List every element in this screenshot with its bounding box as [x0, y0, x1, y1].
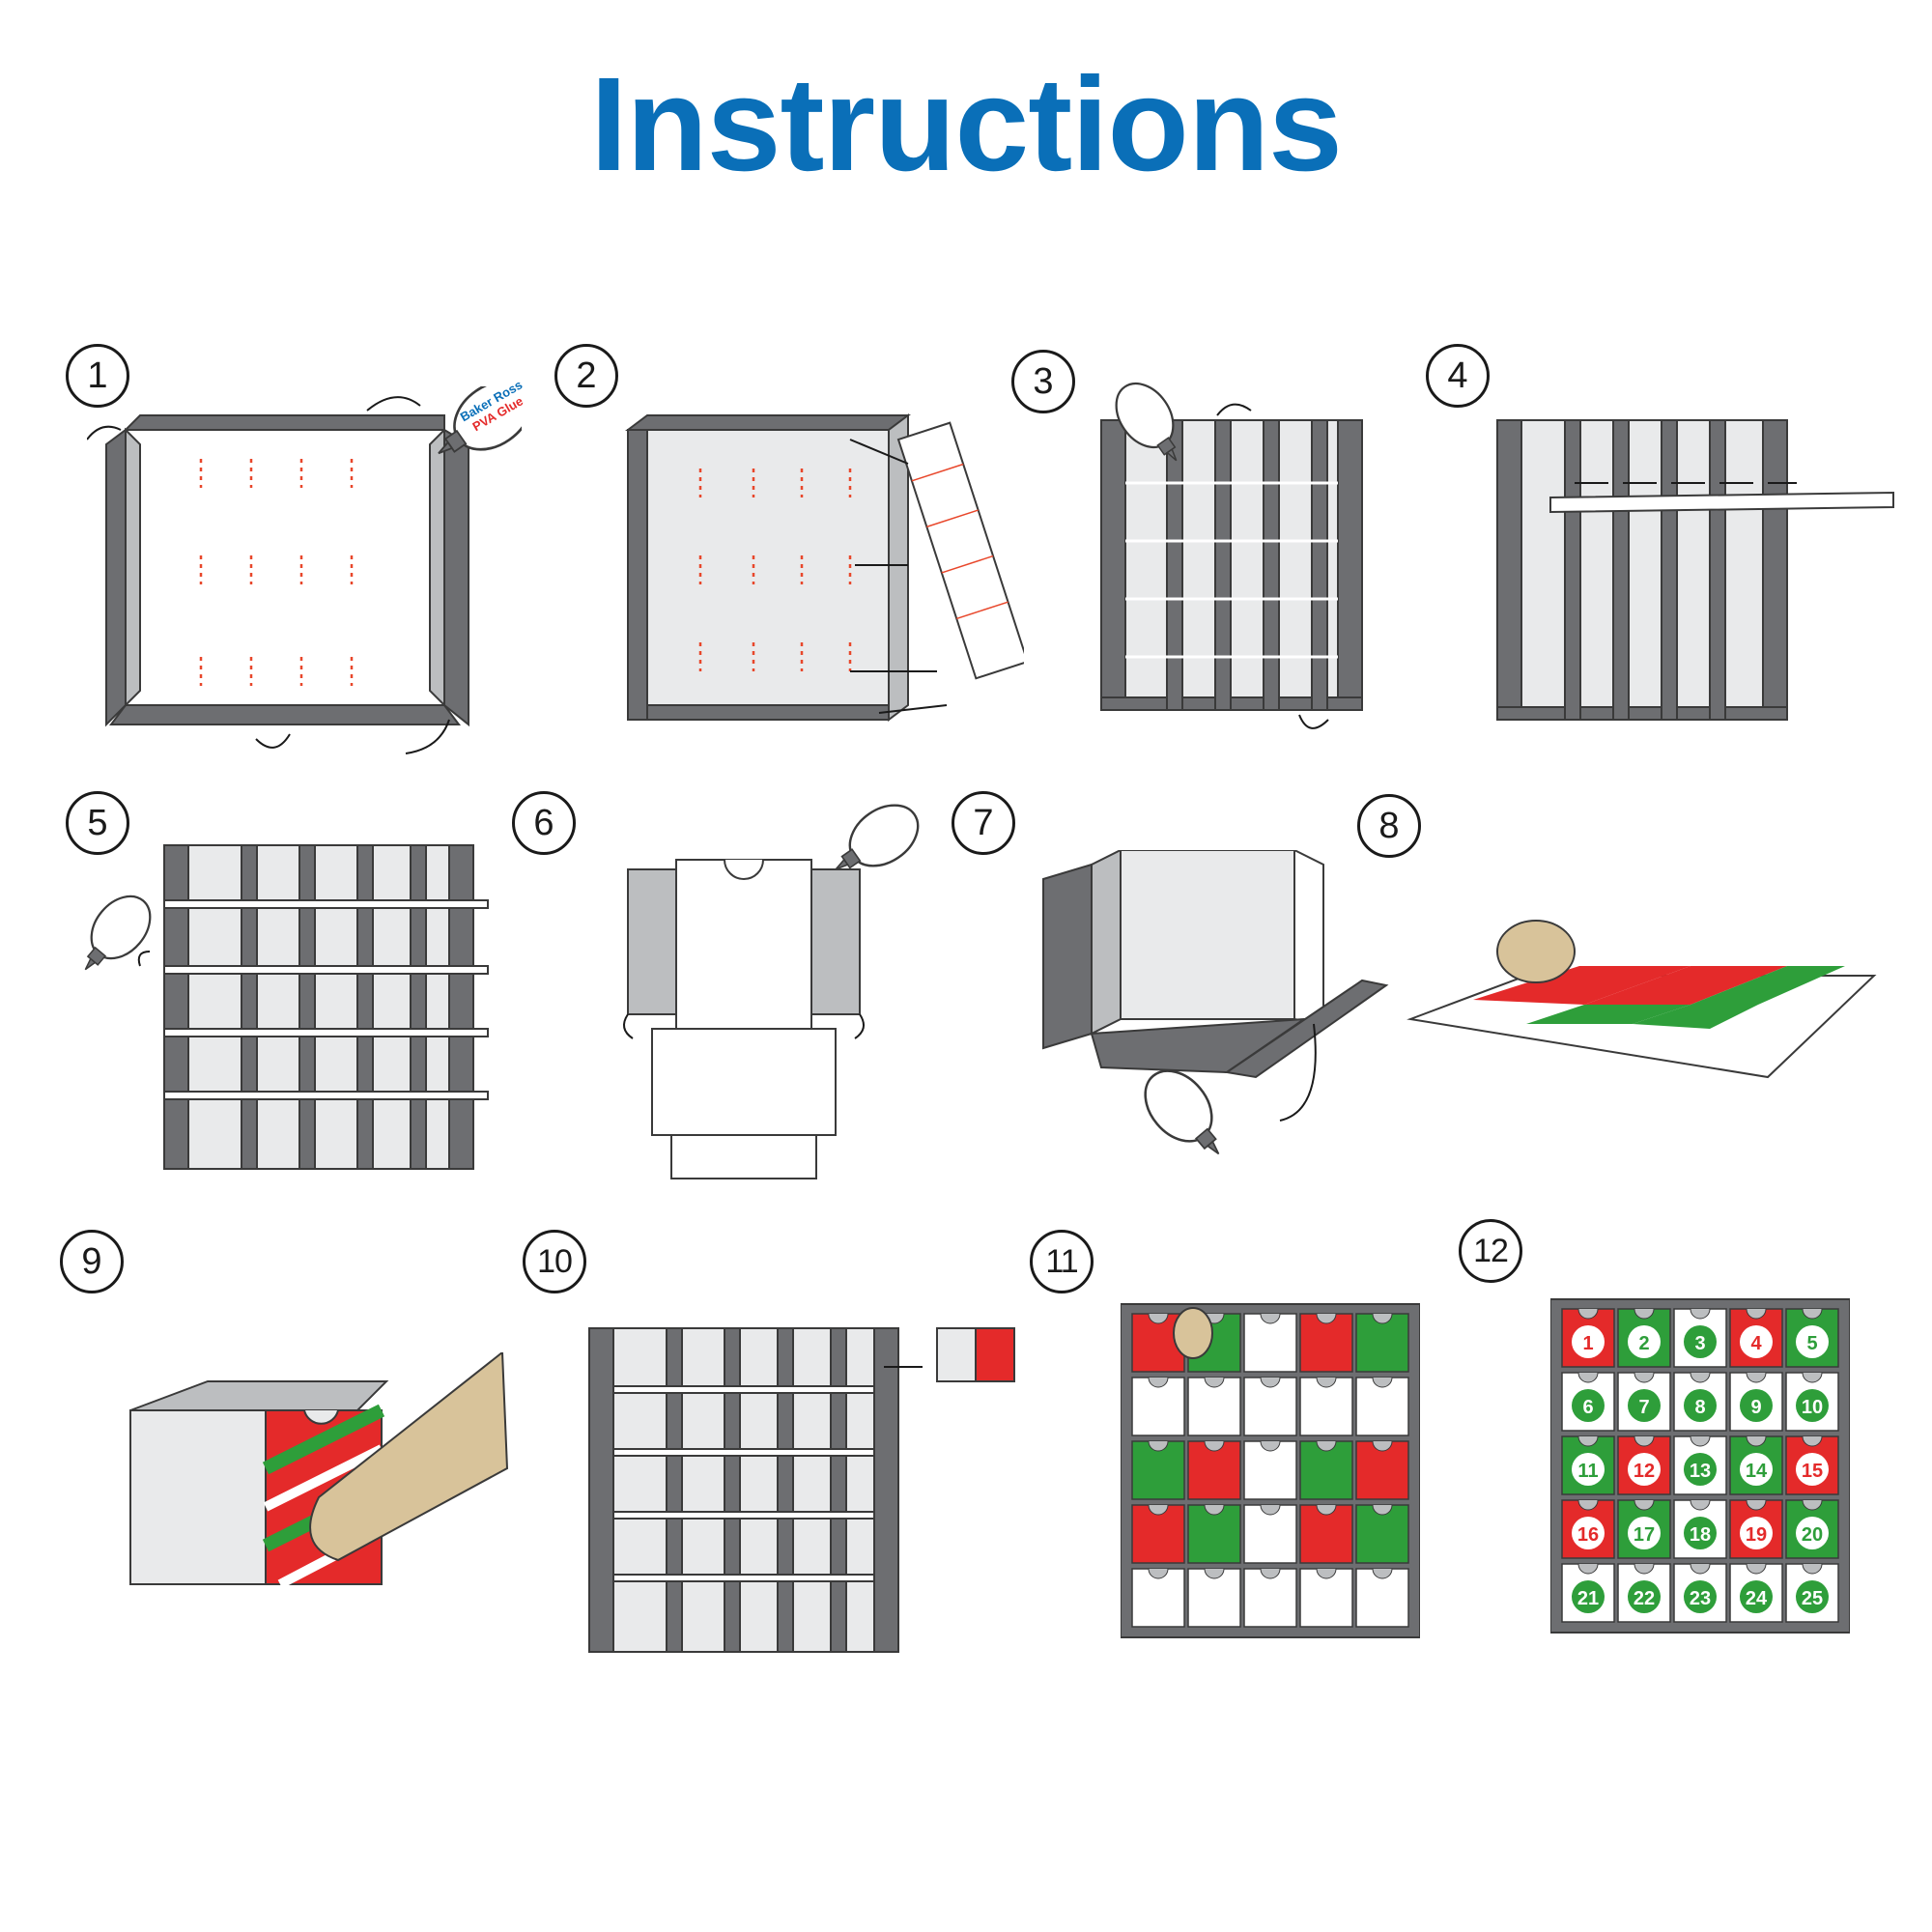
step-number-9: 9 [60, 1230, 124, 1293]
step-9-illustration [129, 1352, 509, 1589]
calendar-number: 25 [1802, 1588, 1823, 1609]
step-4-illustration [1496, 419, 1894, 721]
step-2-illustration [625, 413, 1024, 722]
step-number-6: 6 [512, 791, 576, 855]
step-number-12: 12 [1459, 1219, 1522, 1283]
step-number-8: 8 [1357, 794, 1421, 858]
step-number-5: 5 [66, 791, 129, 855]
calendar-number: 7 [1638, 1397, 1649, 1418]
calendar-number: 22 [1634, 1588, 1655, 1609]
calendar-number: 20 [1802, 1524, 1823, 1546]
step-7-illustration [1042, 850, 1389, 1169]
step-number-2: 2 [554, 344, 618, 408]
calendar-number: 11 [1577, 1461, 1598, 1482]
calendar-number: 18 [1690, 1524, 1711, 1546]
calendar-number: 13 [1690, 1461, 1711, 1482]
calendar-number: 10 [1802, 1397, 1823, 1418]
step-number-7: 7 [952, 791, 1015, 855]
step-10-illustration [588, 1327, 1015, 1653]
calendar-number: 6 [1582, 1397, 1593, 1418]
step-1-illustration [87, 386, 522, 754]
calendar-number: 9 [1750, 1397, 1761, 1418]
calendar-number: 24 [1746, 1588, 1768, 1609]
calendar-number: 21 [1577, 1588, 1599, 1609]
glue-bottle-1: Baker Ross PVA Glue [458, 382, 526, 434]
step-number-1: 1 [66, 344, 129, 408]
calendar-number: 17 [1634, 1524, 1655, 1546]
calendar-number: 19 [1746, 1524, 1767, 1546]
calendar-number: 4 [1750, 1333, 1762, 1354]
calendar-number: 16 [1577, 1524, 1599, 1546]
page-title: Instructions [590, 50, 1343, 199]
step-number-3: 3 [1011, 350, 1075, 413]
step-number-11: 11 [1030, 1230, 1094, 1293]
step-6-illustration [623, 802, 931, 1179]
step-number-4: 4 [1426, 344, 1490, 408]
calendar-number: 5 [1806, 1333, 1817, 1354]
calendar-number: 14 [1746, 1461, 1768, 1482]
calendar-number: 12 [1634, 1461, 1655, 1482]
calendar-number: 15 [1802, 1461, 1823, 1482]
step-3-illustration [1100, 377, 1363, 729]
calendar-number: 3 [1694, 1333, 1705, 1354]
step-8-illustration [1406, 920, 1877, 1079]
calendar-number: 2 [1638, 1333, 1649, 1354]
step-11-illustration [1121, 1303, 1420, 1638]
calendar-number: 23 [1690, 1588, 1711, 1609]
calendar-number: 1 [1582, 1333, 1593, 1354]
step-number-10: 10 [523, 1230, 586, 1293]
step-5-illustration [77, 844, 489, 1170]
calendar-number: 8 [1694, 1397, 1705, 1418]
